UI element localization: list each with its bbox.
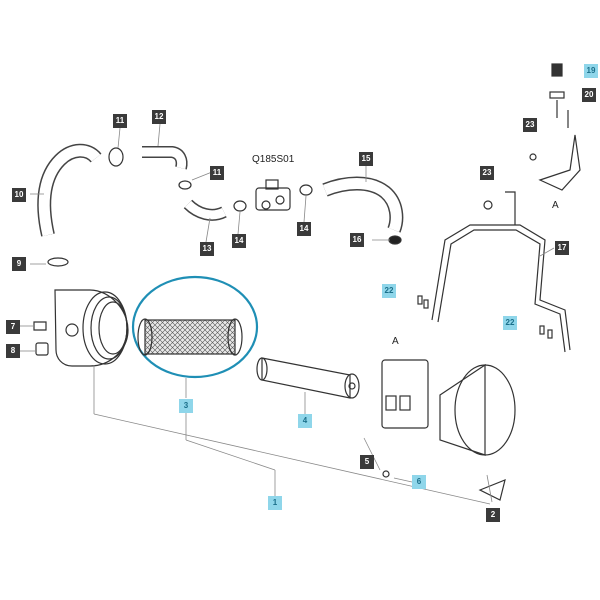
bracket-5 bbox=[381, 359, 429, 429]
cap-16 bbox=[388, 235, 402, 245]
nozzle-2 bbox=[478, 479, 506, 501]
safety-element-4 bbox=[261, 357, 351, 399]
callout-14[interactable]: 14 bbox=[232, 234, 246, 248]
callout-10[interactable]: 10 bbox=[12, 188, 26, 202]
clamp-plate bbox=[538, 134, 581, 191]
callout-19[interactable]: 19 bbox=[584, 64, 598, 78]
clamp-11-top bbox=[108, 147, 124, 167]
highlight-ring bbox=[131, 275, 259, 379]
clamp-11-right bbox=[178, 180, 192, 190]
view-letter-a: A bbox=[392, 336, 399, 347]
clamp-9 bbox=[47, 257, 69, 267]
callout-14[interactable]: 14 bbox=[297, 222, 311, 236]
assembly-code-label: Q185S01 bbox=[252, 154, 295, 165]
callout-6[interactable]: 6 bbox=[412, 475, 426, 489]
valve-8 bbox=[35, 342, 49, 356]
callout-23[interactable]: 23 bbox=[480, 166, 494, 180]
callout-8[interactable]: 8 bbox=[6, 344, 20, 358]
clamp-14-right bbox=[299, 184, 313, 196]
sensor-q185s01 bbox=[255, 187, 291, 211]
callout-17[interactable]: 17 bbox=[555, 241, 569, 255]
filter-element-3 bbox=[144, 319, 236, 355]
callout-2[interactable]: 2 bbox=[486, 508, 500, 522]
callout-1[interactable]: 1 bbox=[268, 496, 282, 510]
callout-23[interactable]: 23 bbox=[523, 118, 537, 132]
callout-12[interactable]: 12 bbox=[152, 110, 166, 124]
cap-20 bbox=[549, 91, 565, 99]
callout-13[interactable]: 13 bbox=[200, 242, 214, 256]
callout-22[interactable]: 22 bbox=[382, 284, 396, 298]
frame-17 bbox=[431, 224, 571, 351]
filter-housing bbox=[54, 289, 129, 367]
callout-3[interactable]: 3 bbox=[179, 399, 193, 413]
nut-6 bbox=[382, 470, 390, 478]
clamp-14-left bbox=[233, 200, 247, 212]
callout-15[interactable]: 15 bbox=[359, 152, 373, 166]
screw-7 bbox=[33, 321, 47, 331]
view-letter-a: A bbox=[552, 200, 559, 211]
callout-11[interactable]: 11 bbox=[113, 114, 127, 128]
callout-9[interactable]: 9 bbox=[12, 257, 26, 271]
callout-7[interactable]: 7 bbox=[6, 320, 20, 334]
callout-5[interactable]: 5 bbox=[360, 455, 374, 469]
callout-22[interactable]: 22 bbox=[503, 316, 517, 330]
callout-11[interactable]: 11 bbox=[210, 166, 224, 180]
knob-19 bbox=[551, 63, 563, 77]
callout-16[interactable]: 16 bbox=[350, 233, 364, 247]
callout-4[interactable]: 4 bbox=[298, 414, 312, 428]
callout-20[interactable]: 20 bbox=[582, 88, 596, 102]
